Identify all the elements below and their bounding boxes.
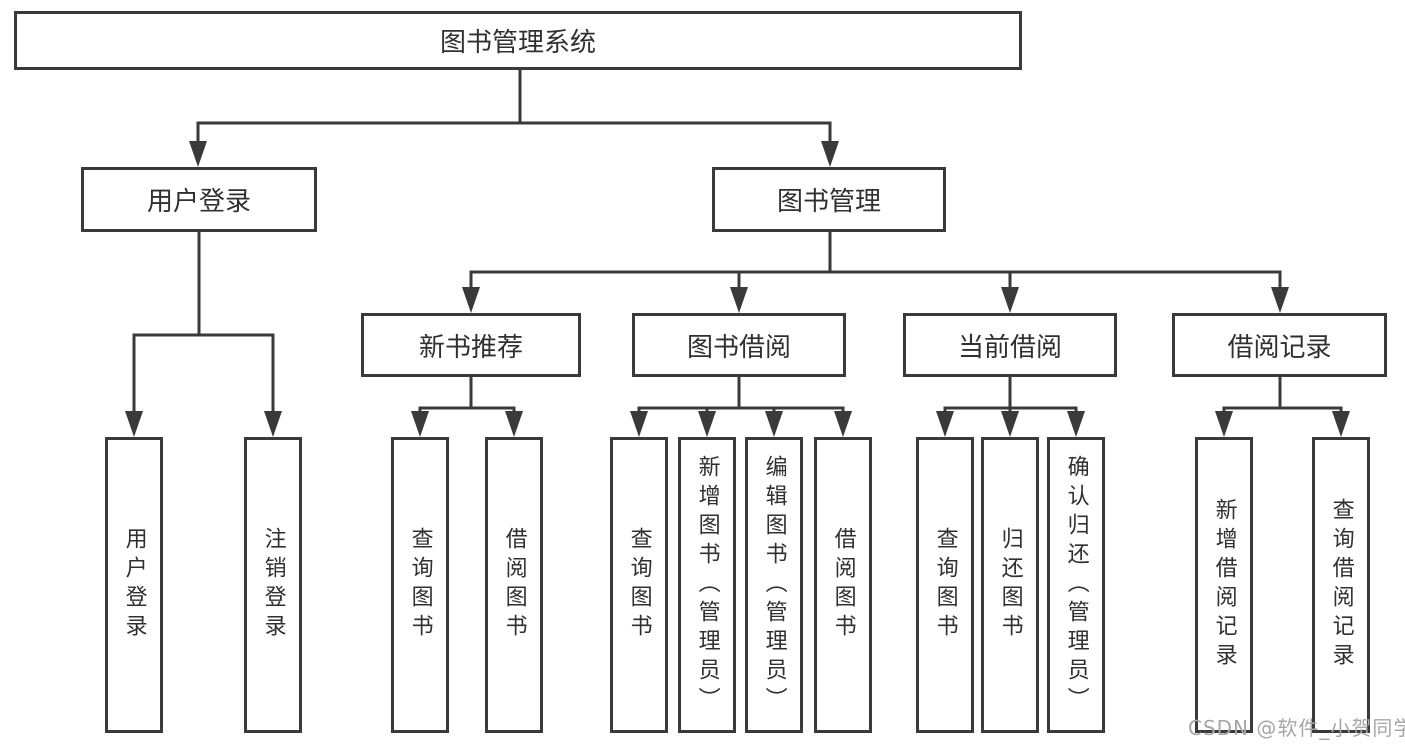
connector-new-book-recommendation	[418, 375, 516, 415]
node-label: 查询图书	[407, 527, 433, 643]
connector-book-management	[469, 229, 1282, 291]
node-label: 编辑图书（管理员）	[761, 454, 787, 716]
node-book-borrowing: 图书借阅	[632, 313, 846, 377]
leaf-return-books: 归还图书	[981, 437, 1039, 733]
node-library-management-system: 图书管理系统	[14, 11, 1022, 70]
node-borrowing-records: 借阅记录	[1172, 313, 1387, 377]
node-label: 图书借阅	[686, 332, 791, 363]
connector-borrowing-records	[1222, 375, 1343, 415]
arrowhead	[1332, 411, 1350, 437]
arrowhead	[411, 411, 429, 437]
node-new-book-recommendation: 新书推荐	[361, 313, 581, 377]
node-current-borrowing: 当前借阅	[903, 313, 1117, 377]
node-label: 用户登录	[121, 527, 147, 643]
arrowhead	[264, 411, 282, 437]
node-label: 新增图书（管理员）	[694, 454, 720, 716]
leaf-query-books-recommend: 查询图书	[391, 437, 449, 733]
node-label: 查询图书	[626, 527, 652, 643]
node-label: 图书管理	[776, 187, 881, 217]
node-label: 新增借阅记录	[1211, 498, 1237, 672]
arrowhead	[834, 411, 852, 437]
leaf-edit-book-admin: 编辑图书（管理员）	[745, 437, 803, 733]
leaf-user-login: 用户登录	[105, 437, 163, 733]
arrowhead	[730, 287, 748, 313]
arrowhead	[462, 287, 480, 313]
leaf-logout: 注销登录	[244, 437, 302, 733]
leaf-borrow-books-recommend: 借阅图书	[485, 437, 543, 733]
watermark: CSDN @软件_小贺同学	[1188, 716, 1405, 740]
leaf-confirm-return-admin: 确认归还（管理员）	[1047, 437, 1105, 733]
node-label: 确认归还（管理员）	[1063, 454, 1089, 716]
node-label: 查询借阅记录	[1328, 498, 1354, 672]
leaf-query-books-borrow: 查询图书	[610, 437, 668, 733]
node-label: 新书推荐	[418, 332, 523, 363]
node-label: 图书管理系统	[439, 28, 596, 58]
connector-user-login	[132, 229, 275, 415]
node-label: 注销登录	[260, 527, 286, 643]
arrowhead	[765, 411, 783, 437]
arrowhead	[1215, 411, 1233, 437]
node-label: 借阅图书	[501, 527, 527, 643]
arrowhead	[630, 411, 648, 437]
arrowhead	[505, 411, 523, 437]
arrowhead	[1001, 287, 1019, 313]
leaf-query-books-current: 查询图书	[916, 437, 974, 733]
arrowhead	[1001, 411, 1019, 437]
leaf-query-borrow-record: 查询借阅记录	[1312, 437, 1370, 733]
arrowhead	[125, 411, 143, 437]
arrowhead	[936, 411, 954, 437]
node-book-management: 图书管理	[712, 167, 946, 232]
node-label: 归还图书	[997, 527, 1023, 643]
arrowhead	[1271, 287, 1289, 313]
node-label: 用户登录	[146, 187, 251, 217]
arrowhead	[698, 411, 716, 437]
connector-root	[196, 67, 832, 145]
leaf-borrow-books-borrow: 借阅图书	[814, 437, 872, 733]
connector-current-borrowing	[943, 375, 1078, 415]
node-label: 借阅记录	[1227, 332, 1332, 363]
node-label: 借阅图书	[830, 527, 856, 643]
node-label: 当前借阅	[957, 332, 1062, 363]
node-user-login: 用户登录	[81, 167, 317, 232]
arrowhead	[1067, 411, 1085, 437]
leaf-add-borrow-record: 新增借阅记录	[1195, 437, 1253, 733]
node-label: 查询图书	[932, 527, 958, 643]
connector-book-borrowing	[637, 375, 845, 415]
arrowhead	[821, 141, 839, 167]
leaf-add-book-admin: 新增图书（管理员）	[678, 437, 736, 733]
arrowhead	[189, 141, 207, 167]
